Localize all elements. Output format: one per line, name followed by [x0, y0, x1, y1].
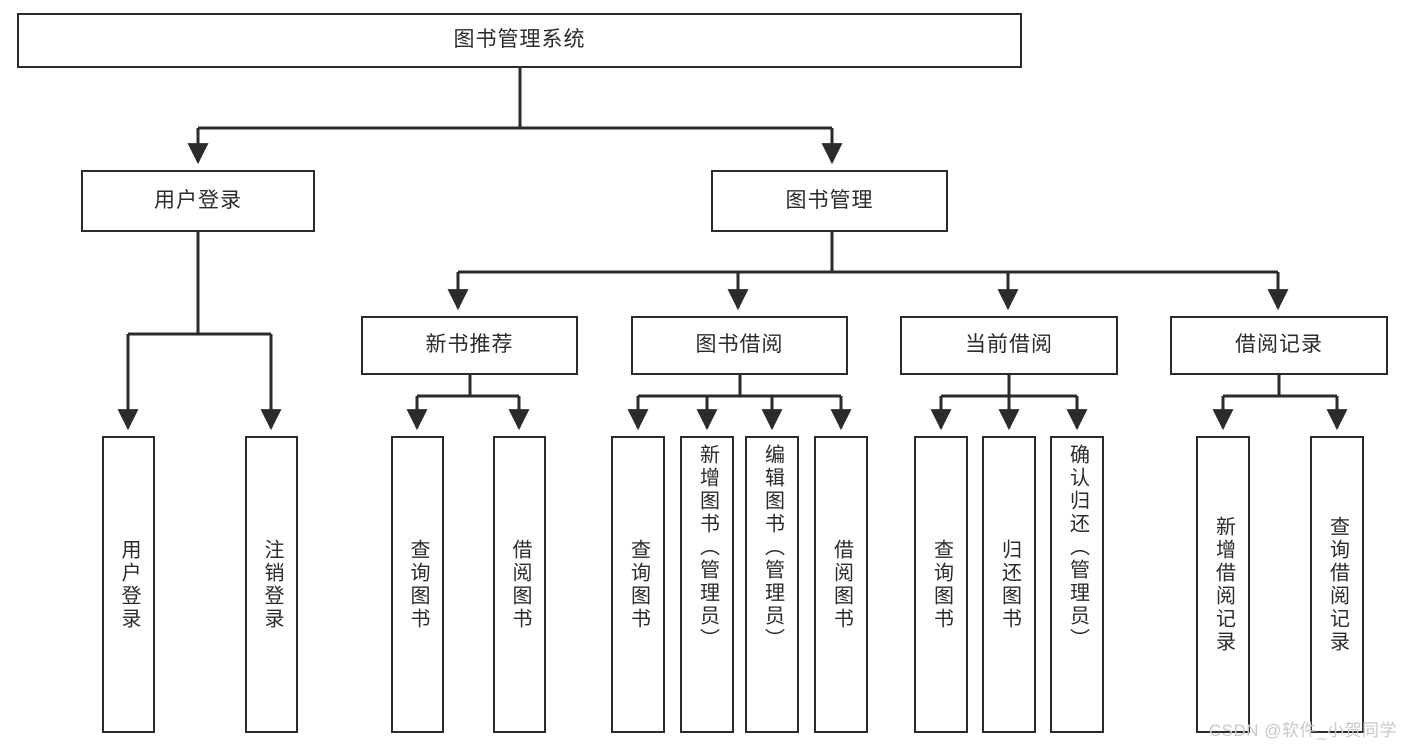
- node-new-book-recommendation[interactable]: 新书推荐: [361, 316, 578, 375]
- node-root-book-management-system[interactable]: 图书管理系统: [17, 13, 1022, 68]
- node-book-borrowing[interactable]: 图书借阅: [631, 316, 848, 375]
- leaf-return-book[interactable]: 归还图书: [982, 436, 1036, 733]
- node-label: 新书推荐: [425, 333, 514, 357]
- leaf-add-book-admin[interactable]: 新增图书（管理员）: [680, 436, 734, 733]
- node-current-borrowing[interactable]: 当前借阅: [900, 316, 1118, 375]
- leaf-logout[interactable]: 注销登录: [245, 436, 298, 733]
- node-label: 图书管理系统: [453, 28, 586, 52]
- node-label: 查询借阅记录: [1326, 515, 1349, 654]
- node-label: 用户登录: [118, 538, 140, 631]
- node-label: 用户登录: [154, 188, 242, 212]
- leaf-query-book-borrowing[interactable]: 查询图书: [611, 436, 665, 733]
- leaf-borrow-book-new-recommendation[interactable]: 借阅图书: [493, 436, 546, 733]
- node-label: 图书借阅: [695, 333, 784, 357]
- leaf-query-borrowing-record[interactable]: 查询借阅记录: [1310, 436, 1364, 733]
- leaf-confirm-return-admin[interactable]: 确认归还（管理员）: [1050, 436, 1104, 733]
- node-label: 查询图书: [627, 538, 650, 631]
- leaf-borrow-book-borrowing[interactable]: 借阅图书: [814, 436, 868, 733]
- node-user-login[interactable]: 用户登录: [81, 170, 315, 232]
- node-label: 当前借阅: [965, 333, 1053, 357]
- node-label: 确认归还（管理员）: [1066, 444, 1089, 651]
- leaf-user-login[interactable]: 用户登录: [102, 436, 155, 733]
- node-label: 查询图书: [930, 538, 953, 631]
- node-borrowing-record[interactable]: 借阅记录: [1170, 316, 1388, 375]
- leaf-edit-book-admin[interactable]: 编辑图书（管理员）: [745, 436, 799, 733]
- node-label: 借阅图书: [830, 538, 853, 631]
- node-label: 新增图书（管理员）: [696, 444, 719, 651]
- node-label: 注销登录: [261, 538, 283, 631]
- leaf-query-book-new-recommendation[interactable]: 查询图书: [391, 436, 444, 733]
- leaf-query-book-current[interactable]: 查询图书: [914, 436, 968, 733]
- node-label: 查询图书: [407, 538, 429, 631]
- node-label: 图书管理: [785, 188, 874, 212]
- node-book-management[interactable]: 图书管理: [711, 170, 948, 232]
- node-label: 借阅记录: [1235, 333, 1323, 357]
- node-label: 新增借阅记录: [1212, 515, 1235, 654]
- node-label: 借阅图书: [509, 538, 531, 631]
- node-label: 归还图书: [998, 538, 1021, 631]
- node-label: 编辑图书（管理员）: [761, 444, 784, 651]
- leaf-add-borrowing-record[interactable]: 新增借阅记录: [1196, 436, 1250, 733]
